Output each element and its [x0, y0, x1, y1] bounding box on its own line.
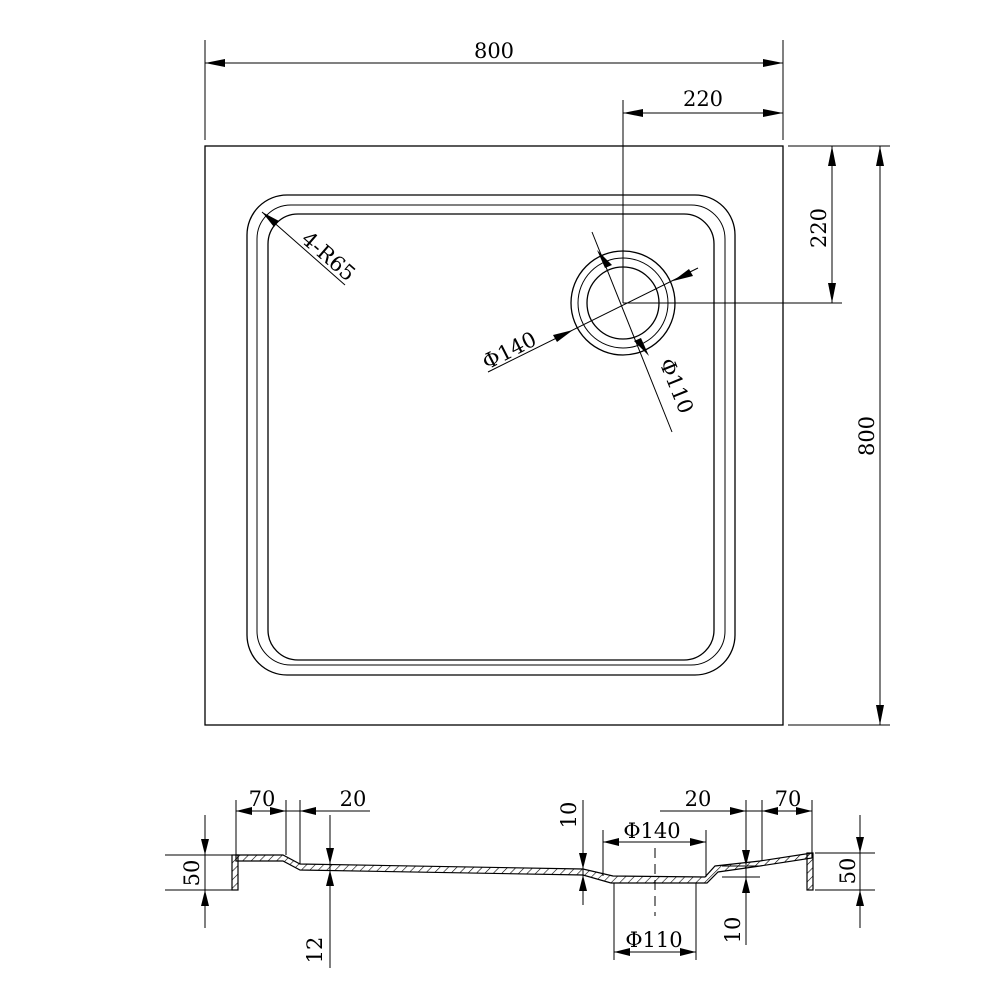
dim-left-height-50: 50 — [165, 815, 236, 928]
right-step-dim-text: 20 — [685, 787, 712, 811]
section-profile-hatch — [235, 852, 813, 884]
dim-drain-depth-lower-10: 10 — [721, 850, 760, 945]
dim-left-rim-70: 70 — [235, 787, 287, 855]
dim-drain-depth-upper-10: 10 — [557, 800, 587, 905]
left-height-dim-text: 50 — [180, 860, 204, 887]
dim-left-floor-12: 12 — [303, 815, 334, 968]
drain-outer-text: Φ140 — [478, 327, 540, 374]
left-rim-dim-text: 70 — [249, 787, 276, 811]
plan-view: 800 220 800 220 — [204, 39, 890, 726]
drain-depth-upper-text: 10 — [557, 802, 581, 829]
basin-rim-middle — [256, 204, 726, 666]
section-drain-inner-text: Φ110 — [625, 928, 682, 952]
drain-x-dim-text: 220 — [683, 87, 723, 111]
dim-section-drain-outer: Φ140 — [602, 819, 707, 877]
dim-right-height-50: 50 — [815, 815, 875, 928]
drain-depth-lower-text: 10 — [721, 917, 745, 944]
dim-right-rim-70: 70 — [761, 787, 813, 861]
drain-outer-leader: Φ140 — [478, 267, 699, 374]
corner-radius-text: 4-R65 — [297, 227, 360, 286]
section-right-skirt — [806, 852, 814, 891]
drain-y-dim-text: 220 — [807, 208, 831, 248]
basin-floor — [267, 213, 715, 661]
right-height-dim-text: 50 — [836, 858, 860, 885]
section-left-skirt — [231, 854, 239, 891]
dim-left-step-20: 20 — [286, 787, 370, 864]
height-dim-text: 800 — [855, 416, 879, 456]
drain-inner-text: Φ110 — [654, 355, 698, 417]
section-drain-outer-text: Φ140 — [623, 819, 680, 843]
section-view: 70 20 50 12 — [165, 787, 875, 968]
corner-radius-leader: 4-R65 — [261, 211, 360, 286]
dim-right-step-20: 20 — [660, 787, 762, 865]
left-step-dim-text: 20 — [340, 787, 367, 811]
basin-rim-outer — [246, 194, 736, 676]
left-floor-dim-text: 12 — [303, 937, 327, 964]
width-dim-text: 800 — [474, 39, 514, 63]
dim-section-drain-inner: Φ110 — [613, 883, 697, 960]
right-rim-dim-text: 70 — [775, 787, 802, 811]
dim-drain-y-220: 220 — [623, 146, 842, 304]
dim-width-800: 800 — [204, 39, 784, 140]
dim-height-800: 800 — [788, 145, 890, 726]
tray-outline — [204, 145, 784, 726]
dim-drain-x-220: 220 — [622, 87, 783, 303]
